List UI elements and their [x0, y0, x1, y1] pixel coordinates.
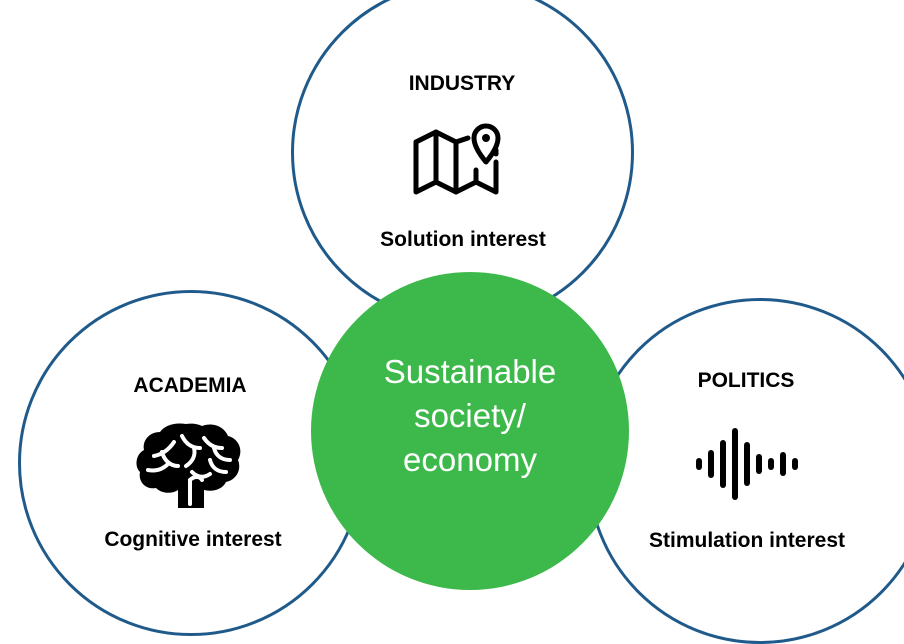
center-line-3: economy	[403, 441, 537, 478]
map-pin-icon	[413, 123, 501, 195]
center-line-1: Sustainable	[383, 353, 557, 390]
brain-icon	[136, 423, 241, 508]
center-circle	[311, 272, 629, 590]
center-label: Sustainable society/ economy	[311, 350, 629, 482]
industry-interest: Solution interest	[380, 228, 546, 251]
center-line-2: society/	[414, 397, 526, 434]
industry-title: INDUSTRY	[408, 72, 516, 95]
academia-title: ACADEMIA	[133, 374, 247, 397]
politics-title: POLITICS	[697, 369, 795, 392]
industry-circle	[291, 0, 634, 324]
academia-interest: Cognitive interest	[104, 528, 282, 551]
politics-interest: Stimulation interest	[648, 529, 846, 552]
stakeholder-diagram: INDUSTRY Solution interest ACADEMIA	[18, 0, 904, 644]
sound-wave-icon	[696, 428, 798, 500]
